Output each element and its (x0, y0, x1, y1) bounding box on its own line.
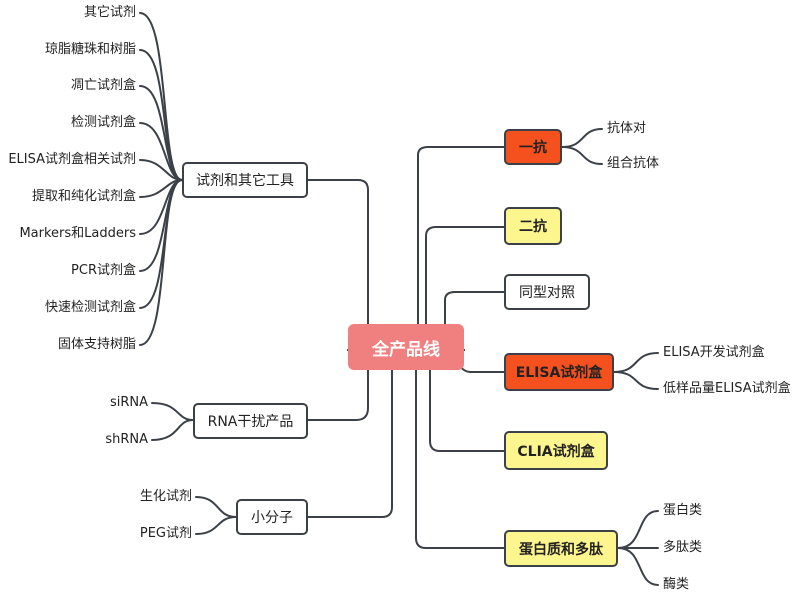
leaf-combination-antibody[interactable]: 组合抗体 (607, 156, 660, 171)
branch-rnai[interactable]: RNA干扰产品 (193, 403, 308, 439)
branch-primary-antibody[interactable]: 一抗 (504, 129, 562, 165)
branch-protein-peptide[interactable]: 蛋白质和多肽 (504, 530, 618, 567)
branch-elisa-kit[interactable]: ELISA试剂盒 (504, 353, 614, 391)
branch-isotype-control[interactable]: 同型对照 (504, 274, 590, 310)
leaf-peptides[interactable]: 多肽类 (663, 540, 703, 555)
leaf-detection-kit[interactable]: 检测试剂盒 (70, 115, 136, 130)
branch-secondary-antibody-label: 二抗 (519, 219, 547, 235)
branch-protein-peptide-label: 蛋白质和多肽 (519, 541, 603, 558)
leaf-extraction-purification-kit[interactable]: 提取和纯化试剂盒 (31, 189, 136, 204)
branch-elisa-kit-label: ELISA试剂盒 (515, 365, 603, 381)
leaf-antibody-pair[interactable]: 抗体对 (607, 121, 647, 136)
root-node[interactable]: 全产品线 (348, 324, 464, 370)
leaf-pcr-kit[interactable]: PCR试剂盒 (71, 263, 136, 278)
branch-isotype-control-label: 同型对照 (519, 285, 575, 301)
branch-clia-kit-label: CLIA试剂盒 (517, 443, 595, 460)
branch-small-molecule[interactable]: 小分子 (236, 499, 308, 535)
leaf-shrna[interactable]: shRNA (105, 432, 148, 447)
branch-primary-antibody-label: 一抗 (519, 140, 547, 156)
branch-rnai-label: RNA干扰产品 (207, 414, 294, 430)
leaf-biochemical-reagents[interactable]: 生化试剂 (139, 489, 192, 504)
link-root-isotype (444, 291, 505, 351)
branch-tools-label: 试剂和其它工具 (196, 173, 294, 189)
leaf-elisa-development-kit[interactable]: ELISA开发试剂盒 (663, 345, 765, 360)
leaf-low-sample-elisa-kit[interactable]: 低样品量ELISA试剂盒 (663, 381, 791, 396)
branch-secondary-antibody[interactable]: 二抗 (504, 207, 562, 245)
link-root-smallmol (307, 349, 393, 518)
link-root-primary-ab (417, 146, 505, 351)
root-label: 全产品线 (372, 339, 440, 360)
leaf-proteins[interactable]: 蛋白类 (663, 503, 703, 518)
link-root-clia (429, 349, 505, 452)
leaf-elisa-related-reagents[interactable]: ELISA试剂盒相关试剂 (8, 152, 136, 167)
branch-tools[interactable]: 试剂和其它工具 (182, 162, 308, 198)
leaf-agarose-beads-resin[interactable]: 琼脂糖珠和树脂 (44, 42, 136, 57)
link-root-protein (415, 349, 505, 549)
leaf-apoptosis-kit[interactable]: 凋亡试剂盒 (70, 78, 136, 93)
branch-clia-kit[interactable]: CLIA试剂盒 (504, 431, 608, 470)
branch-small-molecule-label: 小分子 (251, 510, 293, 526)
leaf-markers-ladders[interactable]: Markers和Ladders (19, 226, 136, 241)
leaf-solid-support-resin[interactable]: 固体支持树脂 (57, 337, 136, 352)
leaf-sirna[interactable]: siRNA (109, 395, 148, 410)
leaf-enzymes[interactable]: 酶类 (663, 577, 690, 592)
leaf-rapid-detection-kit[interactable]: 快速检测试剂盒 (44, 300, 136, 315)
link-root-secondary-ab (425, 226, 505, 351)
leaf-other-reagents[interactable]: 其它试剂 (83, 5, 136, 20)
leaf-peg-reagents[interactable]: PEG试剂 (139, 526, 192, 541)
